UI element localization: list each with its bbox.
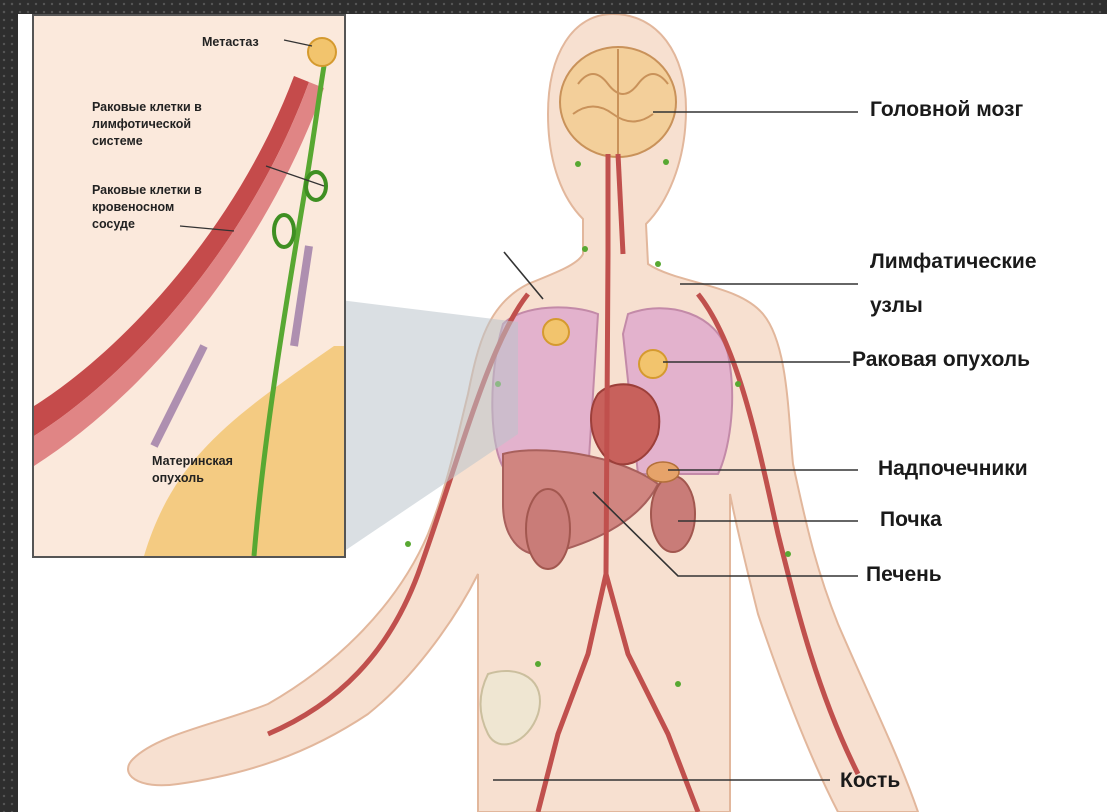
label-tumor: Раковая опухоль <box>852 348 1030 372</box>
label-adrenals: Надпочечники <box>878 457 1028 481</box>
adrenal-shape <box>647 462 679 482</box>
label-bone: Кость <box>840 769 900 793</box>
tumor-right <box>639 350 667 378</box>
dotted-border-top <box>0 0 1107 14</box>
diagram-canvas: Метастаз Раковые клетки в лимфотической … <box>18 14 1107 812</box>
kidney-right-shape <box>651 476 695 552</box>
brain-shape <box>560 47 676 157</box>
tumor-left <box>543 319 569 345</box>
label-liver: Печень <box>866 563 942 587</box>
label-brain: Головной мозг <box>870 98 1023 122</box>
inset-label-lymph-cells: Раковые клетки в лимфотической системе <box>92 99 202 150</box>
dotted-border-left <box>0 0 16 812</box>
label-lymph-nodes-line2: узлы <box>870 294 923 318</box>
inset-label-primary-tumor: Материнская опухоль <box>152 453 233 487</box>
label-lymph-nodes-line1: Лимфатические <box>870 250 1037 274</box>
metastasis-blob <box>308 38 336 66</box>
label-kidney: Почка <box>880 508 942 532</box>
kidney-left-shape <box>526 489 570 569</box>
inset-label-blood-cells: Раковые клетки в кровеносном сосуде <box>92 182 202 233</box>
inset-label-metastasis: Метастаз <box>202 34 259 51</box>
inset-panel: Метастаз Раковые клетки в лимфотической … <box>32 14 346 558</box>
